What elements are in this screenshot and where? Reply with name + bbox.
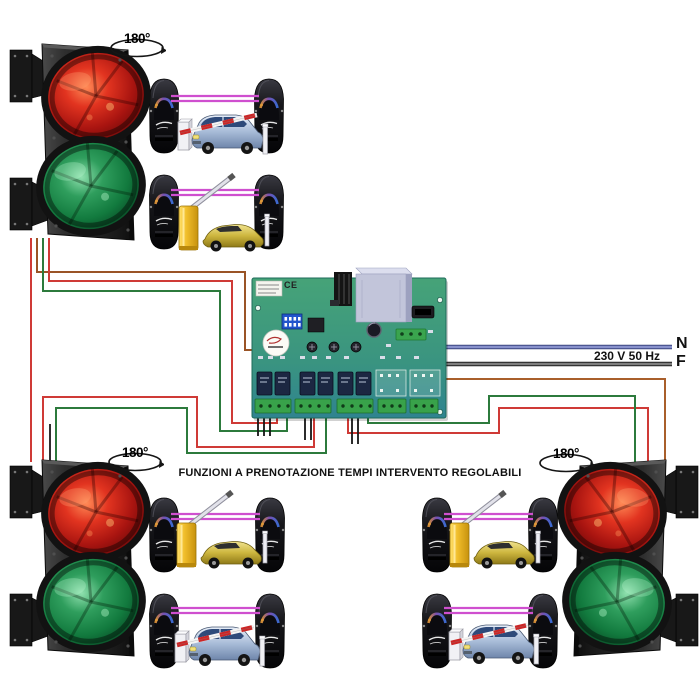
photocell [148, 592, 180, 670]
beam [171, 606, 260, 615]
photocell [421, 592, 453, 670]
rotation-badge-bottom-right: 180° [537, 446, 595, 474]
photocell [148, 496, 180, 574]
neutral-label: N [676, 335, 688, 352]
photocell [421, 496, 453, 574]
car-with-barrier [449, 625, 539, 664]
board-holes [255, 297, 443, 415]
beam [171, 94, 259, 103]
terminal-blocks-bottom [254, 398, 439, 414]
relays [256, 371, 372, 396]
beam [444, 606, 533, 615]
beam [171, 512, 260, 521]
wire-red-bottom-right [347, 407, 649, 465]
terminal-block-top [395, 328, 427, 341]
trimmers [306, 341, 362, 353]
beam [444, 512, 533, 521]
rotation-badge-top-left: 180° [108, 31, 166, 59]
phase-label: F [676, 353, 686, 370]
ce-mark: CE [284, 280, 298, 290]
wire-red-bottom-left [42, 396, 315, 462]
rotation-label: 180° [553, 446, 579, 461]
photocell [148, 77, 180, 155]
smd-parts [258, 330, 433, 359]
photocell-beams [171, 94, 533, 615]
capacitor [366, 322, 382, 338]
rotation-label: 180° [122, 445, 148, 460]
relay-footprints-empty [375, 369, 441, 397]
wire-red-top-left [48, 238, 278, 424]
board-label [255, 280, 283, 297]
traffic-light-bottom-left [10, 453, 159, 661]
rotation-badge-bottom-left: 180° [106, 445, 164, 473]
photocell [527, 592, 559, 670]
dip-switch [281, 313, 303, 330]
transformer [355, 267, 413, 323]
mains-voltage-label: 230 V 50 Hz [593, 349, 660, 363]
car-with-barrier [175, 627, 265, 666]
ic-chip [307, 300, 339, 333]
rotation-ellipse-icon [108, 452, 164, 472]
control-board [251, 267, 448, 421]
wire-brown-left [36, 238, 253, 351]
diagram-caption: FUNZIONI A PRENOTAZIONE TEMPI INTERVENTO… [178, 467, 522, 479]
rotation-ellipse-icon [110, 38, 166, 58]
wire-green-bottom-left [55, 407, 327, 462]
heatsink [334, 272, 352, 306]
wire-brown-right [446, 378, 666, 492]
rotation-ellipse-icon [539, 453, 595, 473]
traffic-light-bottom-right [549, 453, 698, 661]
traffic-light-top-left [10, 37, 159, 245]
photocell [148, 173, 180, 251]
wire-green-bottom-right [367, 395, 636, 465]
gate-with-car [450, 492, 541, 569]
logo-sticker [262, 329, 290, 357]
wire-green-top-left [42, 238, 288, 432]
gate-with-car [177, 492, 268, 569]
rotation-label: 180° [124, 31, 150, 46]
